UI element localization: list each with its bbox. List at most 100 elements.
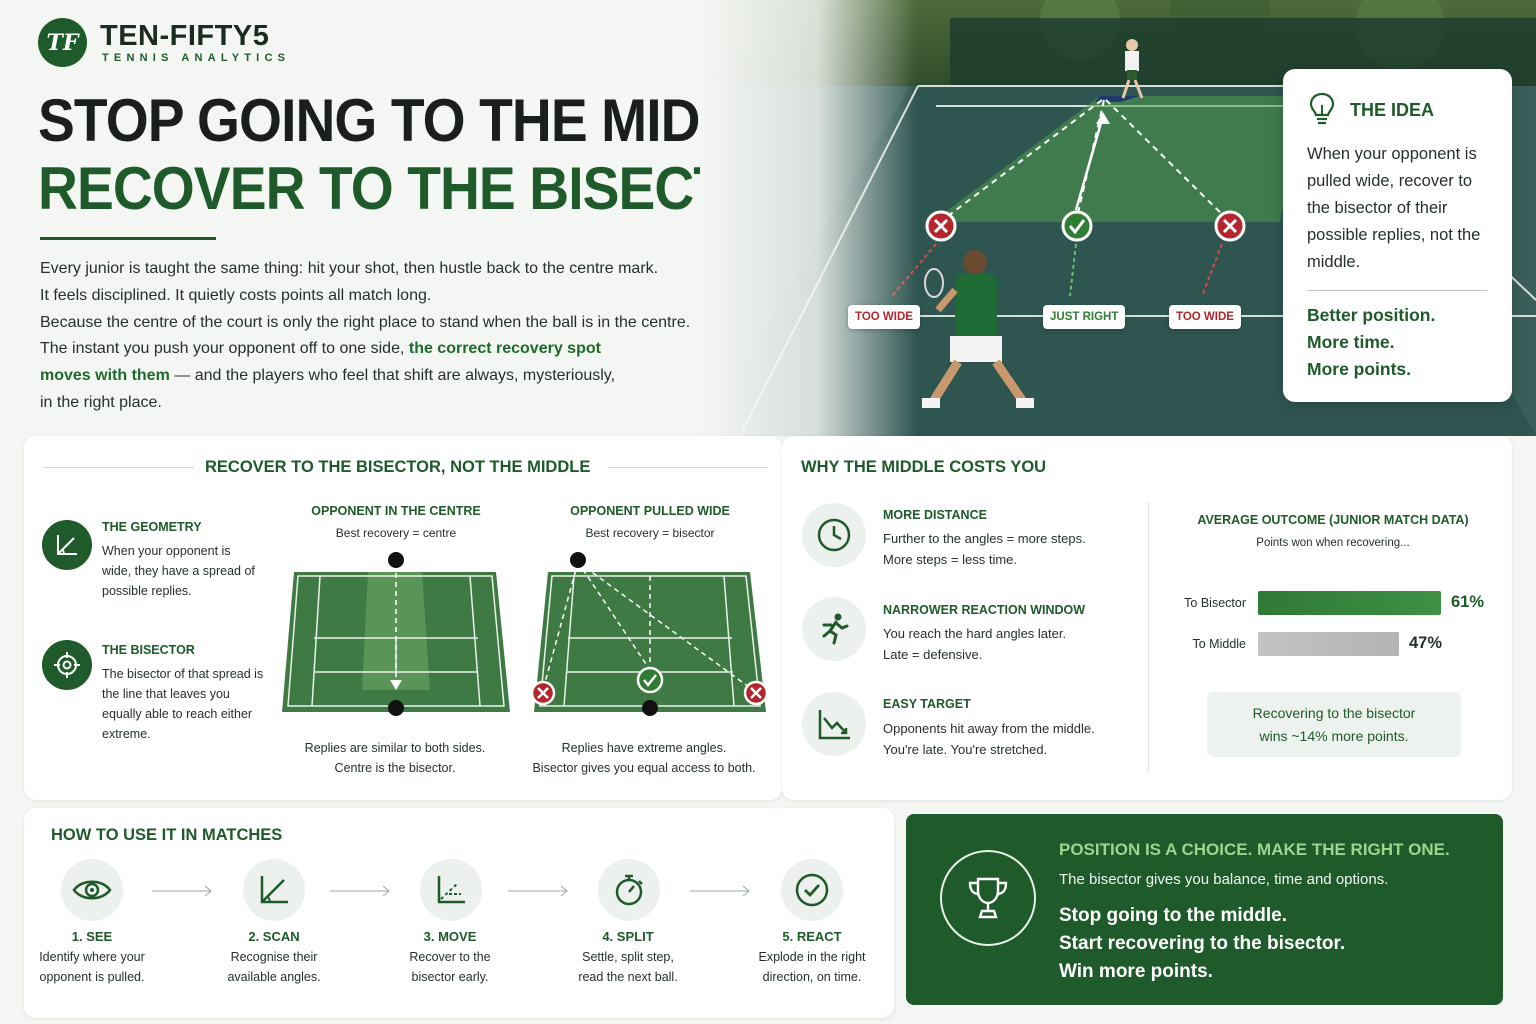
intro-text-segment: — and the players who feel that shift ar… <box>169 367 616 385</box>
intro-line: moves with them — and the players who fe… <box>40 363 780 390</box>
arrow-right-icon <box>690 885 750 897</box>
idea-card: THE IDEA When your opponent is pulled wi… <box>1283 69 1512 402</box>
cta-line: Start recovering to the bisector. <box>1059 933 1346 954</box>
diagram-wide-subtitle: Best recovery = bisector <box>585 526 715 540</box>
outcome-note-line: Recovering to the bisector <box>1252 705 1416 721</box>
step-body: Settle, split step, read the next ball. <box>558 948 698 987</box>
angle-icon <box>42 520 92 570</box>
idea-tag-line: More points. <box>1307 359 1412 379</box>
outcome-subtitle: Points won when recovering... <box>1256 537 1410 549</box>
idea-divider <box>1307 290 1487 291</box>
trophy-icon <box>940 850 1036 946</box>
check-icon <box>781 859 843 921</box>
idea-tag-line: Better position. <box>1307 305 1436 325</box>
headline-divider <box>40 237 216 240</box>
brand-name: TEN-FIFTY5 <box>100 20 270 52</box>
cta-message: Stop going to the middle. Start recoveri… <box>1059 902 1345 986</box>
why-line: Further to the angles = more steps. <box>883 531 1086 546</box>
lightbulb-icon <box>1309 92 1335 125</box>
step-line: Identify where your <box>39 950 145 964</box>
diagram-centre-court <box>282 552 510 716</box>
wide-right-x-marker <box>743 680 769 706</box>
too-wide-left-label: TOO WIDE <box>848 305 920 329</box>
bar-value-bisector: 61% <box>1451 593 1485 611</box>
step-line: Settle, split step, <box>582 950 674 964</box>
intro-line: Because the centre of the court is only … <box>40 313 691 331</box>
why-line: You reach the hard angles later. <box>883 626 1067 641</box>
step-title: 1. SEE <box>71 929 113 944</box>
move-icon <box>420 859 482 921</box>
section-rule <box>44 467 194 468</box>
step-line: direction, on time. <box>762 969 862 984</box>
trend-down-icon <box>802 692 866 756</box>
intro-highlight: moves with them <box>40 367 170 385</box>
bar-label-middle: To Middle <box>1192 637 1247 651</box>
step-title: 2. SCAN <box>248 929 300 944</box>
geometry-item-body: When your opponent is wide, they have a … <box>102 544 255 598</box>
section-rule <box>608 467 768 468</box>
why-section-title: WHY THE MIDDLE COSTS YOU <box>801 458 1047 476</box>
step-title: 5. REACT <box>782 929 842 944</box>
how-section-title: HOW TO USE IT IN MATCHES <box>51 826 283 844</box>
intro-line: The instant you push your opponent off t… <box>40 336 780 363</box>
diagram-centre-title: OPPONENT IN THE CENTRE <box>311 504 481 518</box>
why-item-body: Further to the angles = more steps. More… <box>883 528 1086 570</box>
wide-left-x-marker <box>530 680 556 706</box>
bisector-check-marker <box>636 666 664 694</box>
geometry-item-body: The bisector of that spread is the line … <box>102 667 264 741</box>
step-body: Explode in the right direction, on time. <box>742 948 882 987</box>
caption-line: Replies are similar to both sides. <box>304 741 486 755</box>
intro-highlight: the correct recovery spot <box>408 340 601 358</box>
intro-line: Every junior is taught the same thing: h… <box>40 260 659 277</box>
why-line: More steps = less time. <box>883 552 1018 567</box>
bar-bisector <box>1258 591 1441 615</box>
runner-icon <box>802 597 866 661</box>
diagram-wide-caption: Replies have extreme angles. Bisector gi… <box>516 738 772 778</box>
brand-logo: TF <box>38 18 87 67</box>
step-line: available angles. <box>227 969 321 984</box>
headline-line-2: RECOVER TO THE BISECTOR. <box>38 155 821 222</box>
too-wide-right-label: TOO WIDE <box>1169 305 1241 329</box>
arrow-right-icon <box>330 885 390 897</box>
idea-tag-line: More time. <box>1307 332 1395 352</box>
intro-text-segment: The instant you push your opponent off t… <box>40 340 409 358</box>
intro-text: Every junior is taught the same thing: h… <box>40 256 780 417</box>
why-item-head: MORE DISTANCE <box>883 508 987 522</box>
bar-middle <box>1258 632 1399 656</box>
eye-icon <box>61 859 123 921</box>
stopwatch-icon <box>598 859 660 921</box>
idea-title: THE IDEA <box>1350 100 1435 120</box>
diagram-centre-subtitle: Best recovery = centre <box>335 526 457 540</box>
step-body: Recover to the bisector early. <box>380 948 520 987</box>
step-line: read the next ball. <box>578 969 678 984</box>
step-line: Explode in the right <box>758 950 866 964</box>
cta-line: Win more points. <box>1059 961 1213 982</box>
why-divider <box>1148 502 1149 772</box>
cta-line: Stop going to the middle. <box>1059 905 1287 926</box>
idea-body: When your opponent is pulled wide, recov… <box>1307 145 1481 271</box>
headline-line-1: STOP GOING TO THE MIDDLE. <box>38 87 823 154</box>
step-line: Recover to the <box>409 950 491 964</box>
step-body: Recognise their available angles. <box>204 948 344 987</box>
clock-icon <box>802 503 866 567</box>
cta-subtitle: The bisector gives you balance, time and… <box>1059 871 1389 888</box>
why-item-head: EASY TARGET <box>883 697 971 711</box>
geometry-section-title: RECOVER TO THE BISECTOR, NOT THE MIDDLE <box>205 458 591 476</box>
arrow-right-icon <box>508 885 568 897</box>
arrow-right-icon <box>152 885 212 897</box>
why-line: Late = defensive. <box>883 647 983 662</box>
outcome-note-line: wins ~14% more points. <box>1259 727 1409 744</box>
step-line: bisector early. <box>411 969 489 984</box>
caption-line: Bisector gives you equal access to both. <box>532 761 756 775</box>
step-line: Recognise their <box>230 950 318 964</box>
just-right-label: JUST RIGHT <box>1043 305 1126 329</box>
why-line: You're late. You're stretched. <box>883 742 1048 757</box>
why-item-body: Opponents hit away from the middle. You'… <box>883 718 1095 760</box>
geometry-item-head: THE GEOMETRY <box>102 520 202 534</box>
why-item-head: NARROWER REACTION WINDOW <box>883 603 1086 617</box>
bar-label-bisector: To Bisector <box>1184 596 1246 610</box>
intro-line: It feels disciplined. It quietly costs p… <box>40 286 432 304</box>
caption-line: Centre is the bisector. <box>334 761 456 775</box>
diagram-wide-title: OPPONENT PULLED WIDE <box>570 504 730 518</box>
diagram-wide-court <box>530 552 769 716</box>
